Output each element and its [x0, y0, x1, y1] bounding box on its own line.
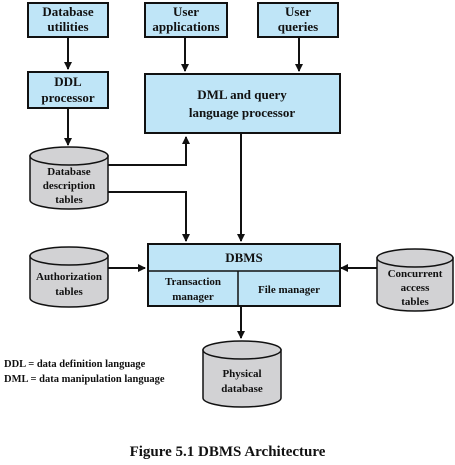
- database-description-tables-cylinder: Database description tables: [29, 146, 109, 210]
- authorization-label-line1: Authorization: [36, 271, 102, 283]
- physical-database-cylinder: Physical database: [202, 340, 282, 408]
- database-description-label-line3: tables: [55, 194, 83, 206]
- ddl-processor-label-line2: processor: [41, 90, 94, 105]
- legend-ddl-definition: DDL = data definition language: [4, 359, 146, 370]
- arrow-description-to-dml: [107, 136, 190, 166]
- user-applications-label-line2: applications: [152, 19, 219, 34]
- database-description-label-line2: description: [43, 180, 96, 192]
- physical-database-label-line2: database: [221, 383, 263, 395]
- physical-database-label-line1: Physical: [222, 368, 261, 380]
- dml-processor-label-line1: DML and query: [197, 87, 287, 102]
- transaction-manager-label-line2: manager: [172, 291, 214, 303]
- authorization-tables-cylinder: Authorization tables: [29, 246, 109, 308]
- ddl-processor-label-line1: DDL: [54, 74, 82, 89]
- database-utilities-label-line2: utilities: [47, 19, 88, 34]
- concurrent-access-label-line3: tables: [401, 296, 429, 308]
- user-queries-label-line1: User: [285, 4, 311, 19]
- ddl-processor-box: DDL processor: [27, 71, 109, 109]
- dml-processor-label-line2: language processor: [189, 105, 296, 120]
- database-utilities-label-line1: Database: [42, 4, 94, 19]
- dbms-label: DBMS: [225, 250, 263, 265]
- user-queries-label-line2: queries: [278, 19, 318, 34]
- connectors: [64, 37, 377, 339]
- legend-dml-definition: DML = data manipulation language: [4, 374, 165, 385]
- concurrent-access-label-line1: Concurrent: [388, 268, 443, 280]
- user-applications-label-line1: User: [173, 4, 199, 19]
- dml-processor-box: DML and query language processor: [144, 73, 341, 134]
- database-description-label-line1: Database: [47, 166, 91, 178]
- database-utilities-box: Database utilities: [27, 2, 109, 38]
- file-manager-label: File manager: [258, 284, 320, 296]
- dbms-box: DBMS Transaction manager File manager: [147, 243, 341, 307]
- figure-caption: Figure 5.1 DBMS Architecture: [129, 444, 326, 460]
- concurrent-access-label-line2: access: [401, 282, 430, 294]
- user-applications-box: User applications: [144, 2, 228, 38]
- transaction-manager-label-line1: Transaction: [165, 276, 221, 288]
- authorization-label-line2: tables: [55, 286, 83, 298]
- concurrent-access-tables-cylinder: Concurrent access tables: [376, 248, 454, 312]
- user-queries-box: User queries: [257, 2, 339, 38]
- arrow-description-to-dbms: [107, 191, 190, 242]
